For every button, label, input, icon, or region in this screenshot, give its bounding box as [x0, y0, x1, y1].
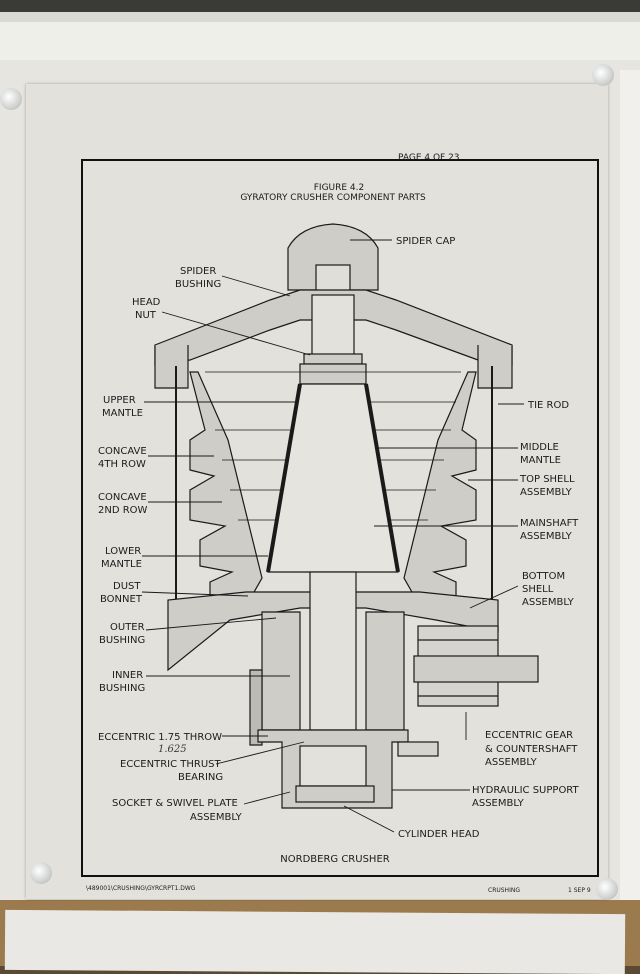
- label-inner-bushing-line2: BUSHING: [99, 683, 145, 694]
- pushpin-icon: [592, 64, 614, 86]
- label-eccentric-thrust-bearing: ECCENTRIC THRUST: [120, 759, 221, 770]
- label-cylinder-head: CYLINDER HEAD: [398, 829, 480, 840]
- pushpin-icon: [596, 878, 618, 900]
- page-number: PAGE 4 OF 23: [398, 153, 460, 163]
- label-socket-swivel-plate-line2: ASSEMBLY: [190, 812, 243, 823]
- adjacent-sheet-edge: [620, 70, 640, 910]
- label-eccentric-gear: ECCENTRIC GEAR: [485, 730, 573, 741]
- label-spider-bushing: SPIDER: [180, 266, 216, 277]
- label-top-shell-assembly: TOP SHELL: [519, 474, 575, 485]
- handwritten-note: 1.625: [158, 744, 187, 755]
- label-eccentric-gear-line3: ASSEMBLY: [485, 757, 538, 768]
- label-concave-2nd-row: CONCAVE: [98, 492, 147, 503]
- file-path: \489001\CRUSHING\GYRCRPT1.DWG: [86, 885, 196, 892]
- label-bottom-shell-assembly: BOTTOM: [522, 571, 565, 582]
- label-mainshaft-assembly-line2: ASSEMBLY: [520, 531, 573, 542]
- label-concave-2nd-row-line2: 2ND ROW: [98, 505, 148, 516]
- label-bottom-shell-assembly-line2: SHELL: [522, 584, 554, 595]
- label-hydraulic-support-line2: ASSEMBLY: [472, 798, 525, 809]
- label-lower-mantle-line2: MANTLE: [101, 559, 142, 570]
- label-eccentric-throw: ECCENTRIC 1.75 THROW: [98, 732, 222, 743]
- label-middle-mantle-line2: MANTLE: [520, 455, 561, 466]
- label-tie-rod: TIE ROD: [527, 400, 569, 411]
- label-inner-bushing: INNER: [112, 670, 143, 681]
- label-bottom-shell-assembly-line3: ASSEMBLY: [522, 597, 575, 608]
- label-spider-bushing-line2: BUSHING: [175, 279, 221, 290]
- crusher-cross-section: [154, 223, 539, 809]
- pushpin-icon: [30, 862, 52, 884]
- label-middle-mantle: MIDDLE: [520, 442, 559, 453]
- label-eccentric-thrust-bearing-line2: BEARING: [178, 772, 223, 783]
- print-date: 1 SEP 9: [568, 887, 591, 894]
- label-dust-bonnet-line2: BONNET: [100, 594, 143, 605]
- pushpin-icon: [0, 88, 22, 110]
- figure-title: GYRATORY CRUSHER COMPONENT PARTS: [240, 193, 426, 203]
- figure-number: FIGURE 4.2: [314, 183, 365, 193]
- label-concave-4th-row-line2: 4TH ROW: [98, 459, 146, 470]
- label-upper-mantle: UPPER: [103, 395, 136, 406]
- drawing-caption: NORDBERG CRUSHER: [280, 854, 389, 865]
- label-head-nut-line2: NUT: [135, 310, 157, 321]
- label-concave-4th-row: CONCAVE: [98, 446, 147, 457]
- label-spider-cap: SPIDER CAP: [396, 236, 455, 247]
- part-labels: SPIDER CAP SPIDER BUSHING HEAD NUT UPPER…: [98, 236, 580, 865]
- label-head-nut: HEAD: [132, 297, 161, 308]
- section-name: CRUSHING: [488, 887, 520, 894]
- label-hydraulic-support: HYDRAULIC SUPPORT: [472, 785, 580, 796]
- label-outer-bushing-line2: BUSHING: [99, 635, 145, 646]
- label-socket-swivel-plate: SOCKET & SWIVEL PLATE: [112, 798, 238, 809]
- label-eccentric-gear-line2: & COUNTERSHAFT: [485, 744, 578, 755]
- label-mainshaft-assembly: MAINSHAFT: [520, 518, 579, 529]
- label-dust-bonnet: DUST: [113, 581, 141, 592]
- label-outer-bushing: OUTER: [110, 622, 145, 633]
- label-lower-mantle: LOWER: [105, 546, 141, 557]
- label-upper-mantle-line2: MANTLE: [102, 408, 143, 419]
- leader-lines: [141, 239, 524, 833]
- drawing-border: [81, 159, 599, 877]
- label-top-shell-assembly-line2: ASSEMBLY: [520, 487, 573, 498]
